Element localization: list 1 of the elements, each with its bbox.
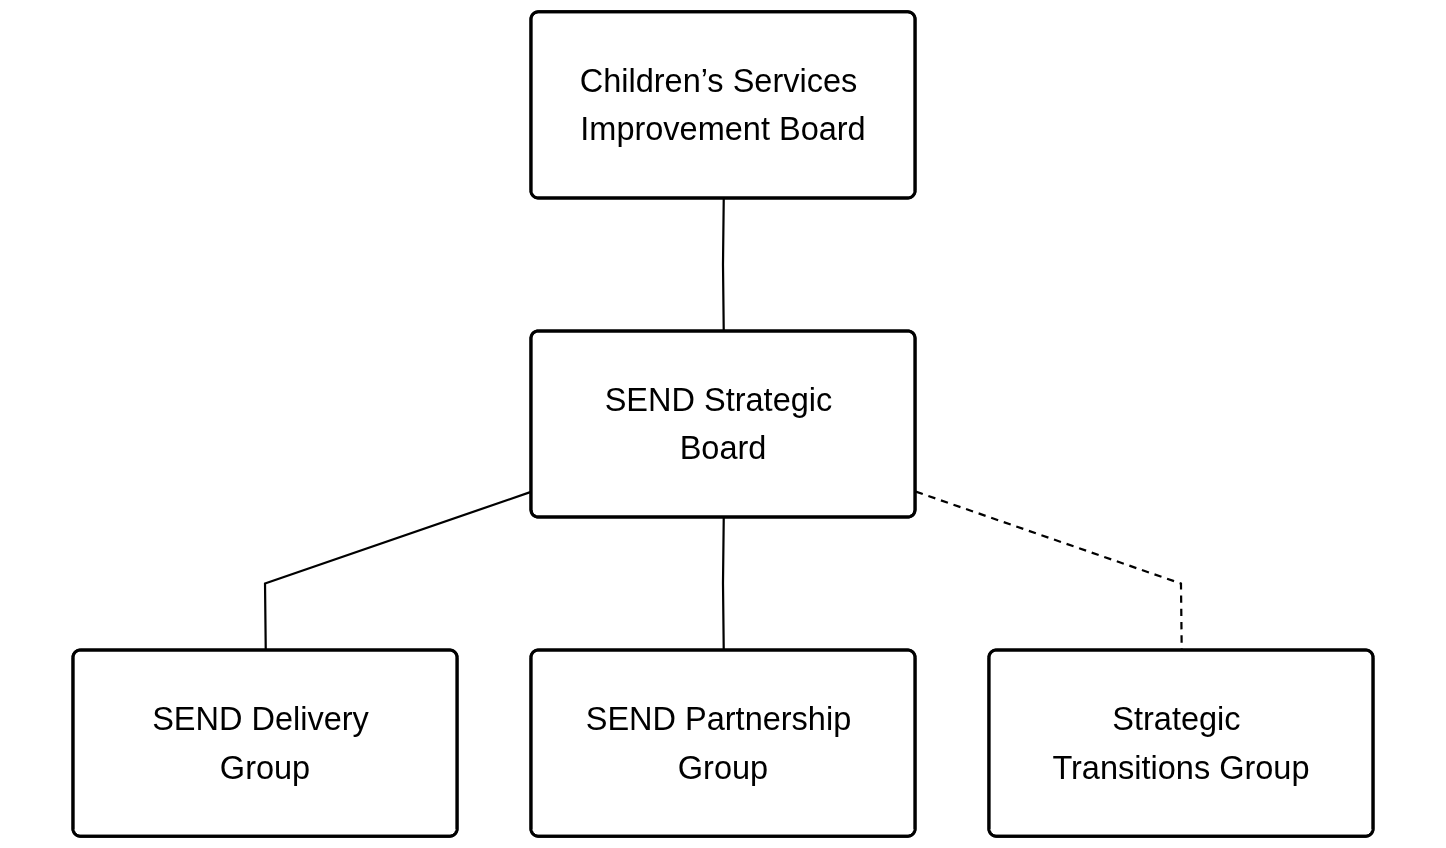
connector: [721, 517, 725, 651]
